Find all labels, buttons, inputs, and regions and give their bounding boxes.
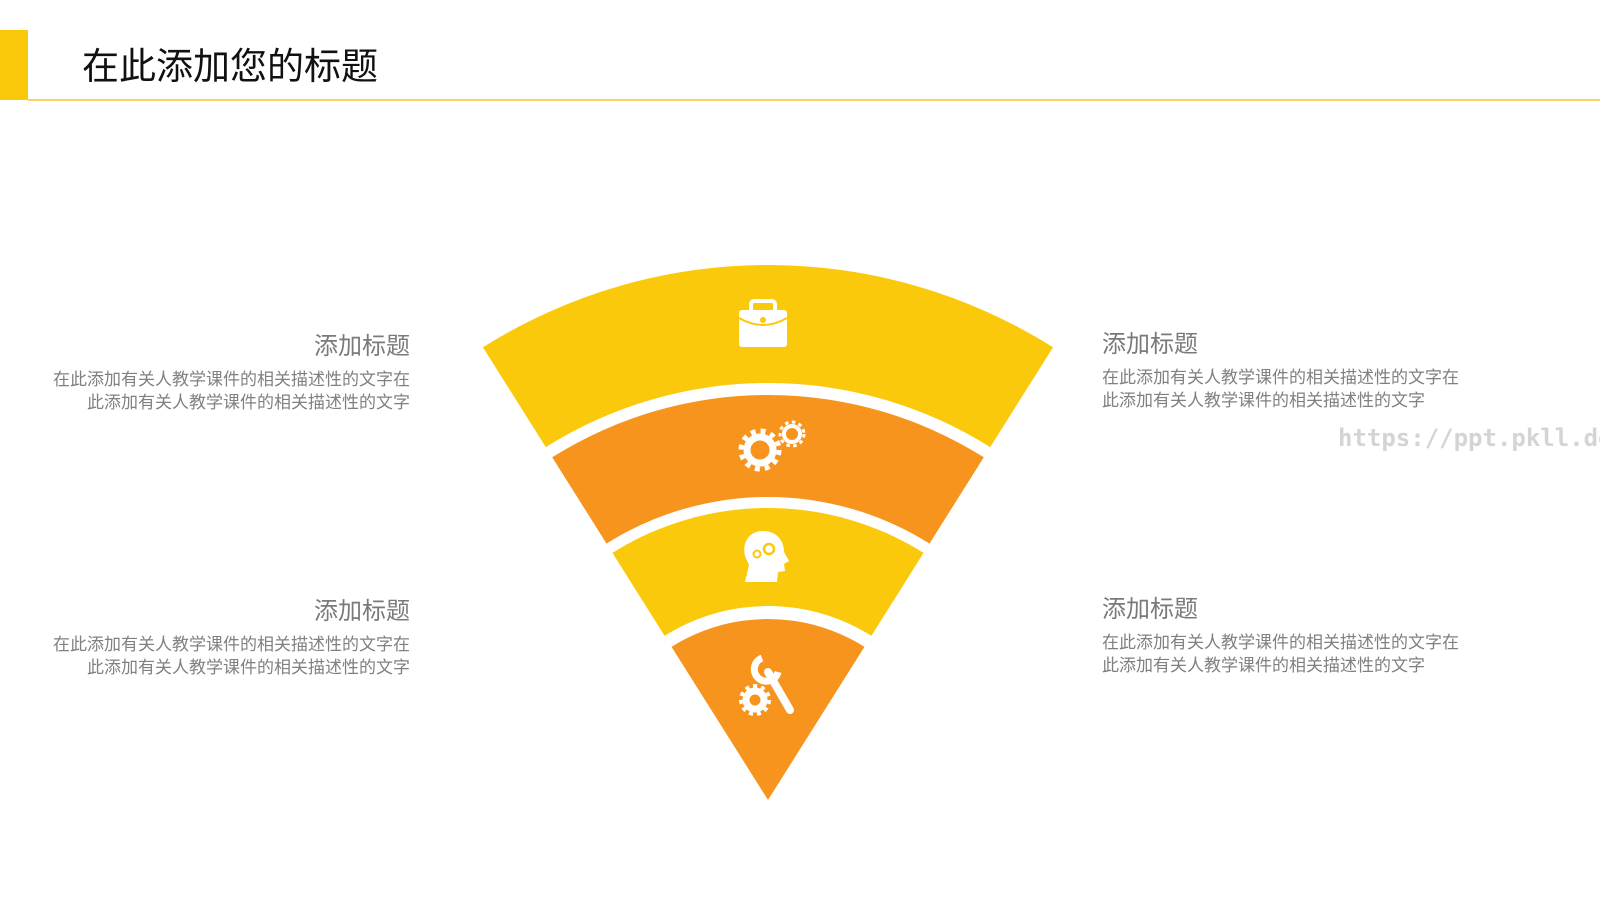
- block-title: 添加标题: [1102, 595, 1198, 623]
- text-block-top-left: 添加标题 在此添加有关人教学课件的相关描述性的文字在此添加有关人教学课件的相关描…: [38, 326, 410, 415]
- block-text: 在此添加有关人教学课件的相关描述性的文字在此添加有关人教学课件的相关描述性的文字: [53, 635, 410, 678]
- block-text: 在此添加有关人教学课件的相关描述性的文字在此添加有关人教学课件的相关描述性的文字: [1102, 368, 1459, 411]
- title-accent-bar: [0, 30, 28, 100]
- header-divider: [28, 99, 1600, 101]
- block-title: 添加标题: [314, 597, 410, 625]
- text-block-bottom-right: 添加标题 在此添加有关人教学课件的相关描述性的文字在此添加有关人教学课件的相关描…: [1102, 589, 1474, 678]
- funnel-layer-4: [671, 618, 865, 800]
- page-title: 在此添加您的标题: [82, 45, 378, 88]
- block-title: 添加标题: [314, 332, 410, 360]
- block-title: 添加标题: [1102, 330, 1198, 358]
- gears-icon: [738, 420, 806, 472]
- block-text: 在此添加有关人教学课件的相关描述性的文字在此添加有关人教学课件的相关描述性的文字: [53, 370, 410, 413]
- briefcase-icon: [738, 299, 788, 347]
- text-block-bottom-left: 添加标题 在此添加有关人教学课件的相关描述性的文字在此添加有关人教学课件的相关描…: [38, 591, 410, 680]
- text-block-top-right: 添加标题 在此添加有关人教学课件的相关描述性的文字在此添加有关人教学课件的相关描…: [1102, 324, 1474, 413]
- head-gears-icon: [744, 531, 789, 582]
- block-text: 在此添加有关人教学课件的相关描述性的文字在此添加有关人教学课件的相关描述性的文字: [1102, 633, 1459, 676]
- funnel-layer-1: [482, 264, 1054, 448]
- watermark: https://ppt.pkll.de: [1338, 424, 1600, 452]
- wrench-gear-icon: [739, 654, 794, 716]
